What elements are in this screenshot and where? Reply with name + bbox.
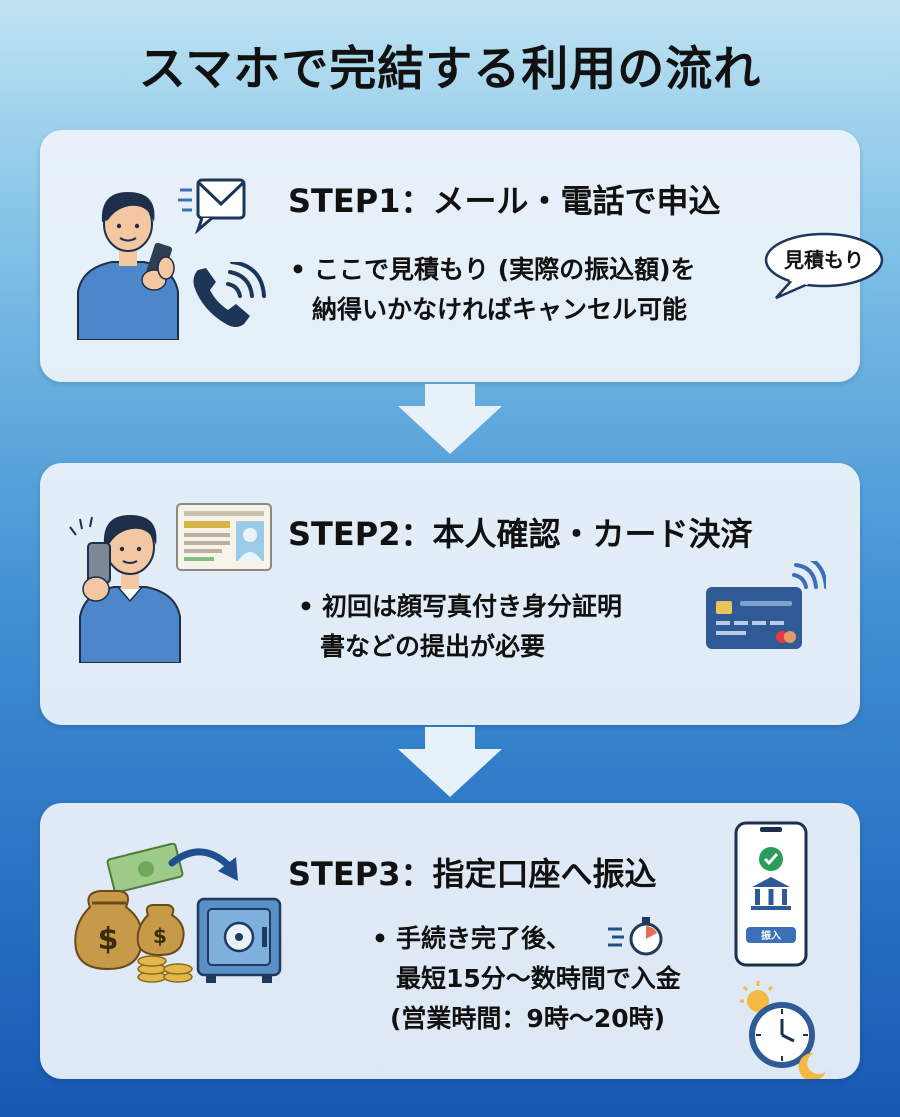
person-with-phone-icon (68, 180, 188, 340)
stopwatch-icon (608, 915, 670, 957)
step3-bullet: • 手続き完了後、 最短15分〜数時間で入金 (営業時間：9時〜20時) (372, 919, 681, 1039)
estimate-speech-bubble: 見積もり (762, 230, 886, 300)
step3-title: STEP3：指定口座へ振込 (288, 855, 657, 893)
step3-line-3: (営業時間：9時〜20時) (390, 1004, 666, 1033)
step1-card: STEP1：メール・電話で申込 • ここで見積もり (実際の振込額)を 納得いか… (40, 130, 860, 382)
down-arrow-icon (398, 727, 502, 799)
step2-line-2: 書などの提出が必要 (320, 632, 546, 661)
step2-title: STEP2：本人確認・カード決済 (288, 515, 753, 553)
step1-bullet: • ここで見積もり (実際の振込額)を 納得いかなければキャンセル可能 (290, 250, 696, 330)
mail-icon (178, 174, 248, 234)
step1-line-2: 納得いかなければキャンセル可能 (312, 295, 688, 324)
step3-card: $ $ STEP3：指定口座へ振込 • 手続き完了後、 最短15分〜数時間で入 (40, 803, 860, 1079)
bubble-label: 見積もり (784, 248, 864, 272)
id-card-icon (176, 503, 272, 571)
svg-text:$: $ (153, 924, 167, 948)
step3-line-2: 最短15分〜数時間で入金 (396, 964, 681, 993)
phone-button-label: 振入 (761, 929, 781, 942)
step2-bullet: • 初回は顔写真付き身分証明 書などの提出が必要 (298, 587, 623, 667)
clock-sun-moon-icon (734, 979, 830, 1079)
bullet-marker: • (290, 255, 306, 284)
down-arrow-icon (398, 384, 502, 456)
smartphone-bank-icon: 振入 (734, 821, 808, 967)
phone-icon (188, 262, 268, 334)
step3-line-1: 手続き完了後、 (396, 924, 572, 953)
page-title: スマホで完結する利用の流れ (138, 42, 762, 97)
step1-title: STEP1：メール・電話で申込 (288, 182, 721, 220)
person-selfie-icon (66, 497, 192, 663)
credit-card-icon (702, 561, 826, 651)
curved-arrow-icon (168, 843, 248, 893)
step1-line-1: ここで見積もり (実際の振込額)を (314, 255, 696, 284)
svg-text:$: $ (98, 922, 119, 957)
money-bags-icon: $ $ (70, 843, 200, 983)
bullet-marker: • (298, 592, 314, 621)
speech-bubble-icon (764, 232, 884, 300)
step2-line-1: 初回は顔写真付き身分証明 (322, 592, 623, 621)
bullet-marker: • (372, 924, 388, 953)
step2-card: STEP2：本人確認・カード決済 • 初回は顔写真付き身分証明 書などの提出が必… (40, 463, 860, 725)
safe-icon (196, 897, 282, 985)
